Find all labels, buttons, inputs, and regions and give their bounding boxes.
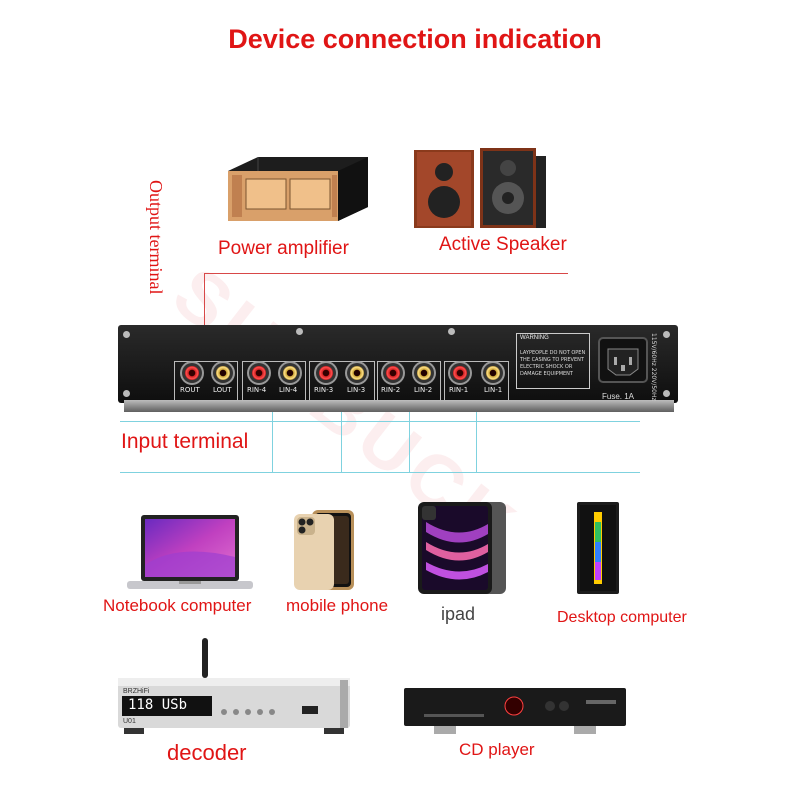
jack-lin-3[interactable] bbox=[350, 366, 364, 380]
screw bbox=[663, 331, 670, 338]
jack-rin-4[interactable] bbox=[252, 366, 266, 380]
output-terminal-label: Output terminal bbox=[146, 180, 166, 295]
jack-rin-2[interactable] bbox=[386, 366, 400, 380]
jack-label: ROUT bbox=[180, 386, 200, 394]
jack-rin-3[interactable] bbox=[319, 366, 333, 380]
power-amplifier-image bbox=[218, 157, 378, 237]
screw bbox=[123, 390, 130, 397]
output-connector-line bbox=[204, 273, 568, 274]
screw bbox=[123, 331, 130, 338]
screw bbox=[448, 328, 455, 335]
decoder-display: 118 USb bbox=[128, 697, 188, 713]
fuse-label: Fuse. 1A bbox=[602, 392, 635, 401]
jack-label: LIN-1 bbox=[484, 386, 503, 394]
warning-title: WARNING bbox=[520, 335, 549, 341]
input-connector-drop bbox=[341, 412, 342, 472]
jack-group-in4 bbox=[242, 361, 306, 401]
jack-label: RIN-1 bbox=[449, 386, 469, 394]
input-terminal-label: Input terminal bbox=[121, 430, 249, 453]
notebook-label: Notebook computer bbox=[103, 596, 252, 615]
decoder-label: decoder bbox=[167, 740, 247, 765]
jack-group-in2 bbox=[377, 361, 441, 401]
jack-lin-1[interactable] bbox=[486, 366, 500, 380]
mobile-phone-label: mobile phone bbox=[286, 596, 389, 615]
cd-player-image bbox=[404, 686, 626, 736]
input-connector-drop bbox=[476, 412, 477, 472]
power-amplifier-label: Power amplifier bbox=[218, 238, 349, 259]
decoder-image bbox=[118, 636, 350, 736]
page-title: Device connection indication bbox=[228, 24, 602, 54]
jack-lin-4[interactable] bbox=[283, 366, 297, 380]
notebook-image bbox=[127, 513, 253, 591]
ipad-label: ipad bbox=[441, 604, 476, 624]
cd-player-label: CD player bbox=[459, 740, 535, 759]
screw bbox=[663, 390, 670, 397]
jack-label: LOUT bbox=[213, 386, 232, 394]
panel-base bbox=[124, 400, 674, 412]
input-connector-line bbox=[120, 472, 640, 473]
jack-group-in3 bbox=[309, 361, 375, 401]
voltage-text: 115V/60Hz 220V/50Hz bbox=[650, 333, 657, 401]
power-socket-icon[interactable] bbox=[598, 337, 648, 383]
rear-panel bbox=[118, 325, 678, 403]
ipad-image bbox=[418, 502, 506, 594]
jack-label: RIN-2 bbox=[381, 386, 401, 394]
decoder-brand: BRZHiFi bbox=[123, 688, 150, 695]
jack-label: RIN-3 bbox=[314, 386, 334, 394]
jack-label: RIN-4 bbox=[247, 386, 267, 394]
jack-rout[interactable] bbox=[185, 366, 199, 380]
jack-lout[interactable] bbox=[216, 366, 230, 380]
desktop-computer-image bbox=[577, 502, 619, 594]
jack-rin-1[interactable] bbox=[453, 366, 467, 380]
jack-label: LIN-2 bbox=[414, 386, 433, 394]
output-connector-drop bbox=[204, 273, 205, 363]
jack-label: LIN-4 bbox=[279, 386, 298, 394]
input-connector-drop bbox=[272, 412, 273, 472]
jack-lin-2[interactable] bbox=[417, 366, 431, 380]
screw bbox=[296, 328, 303, 335]
active-speaker-image bbox=[414, 148, 550, 230]
desktop-computer-label: Desktop computer bbox=[557, 609, 687, 626]
active-speaker-label: Active Speaker bbox=[439, 234, 567, 255]
jack-group-out bbox=[174, 361, 238, 401]
jack-group-in1 bbox=[444, 361, 509, 401]
jack-label: LIN-3 bbox=[347, 386, 366, 394]
warning-text: LAYPEOPLE DO NOT OPEN THE CASING TO PREV… bbox=[520, 350, 586, 377]
input-connector-drop bbox=[409, 412, 410, 472]
mobile-phone-image bbox=[294, 510, 356, 590]
input-connector-line bbox=[120, 421, 640, 422]
decoder-model: U01 bbox=[123, 718, 136, 725]
warning-box bbox=[516, 333, 590, 389]
